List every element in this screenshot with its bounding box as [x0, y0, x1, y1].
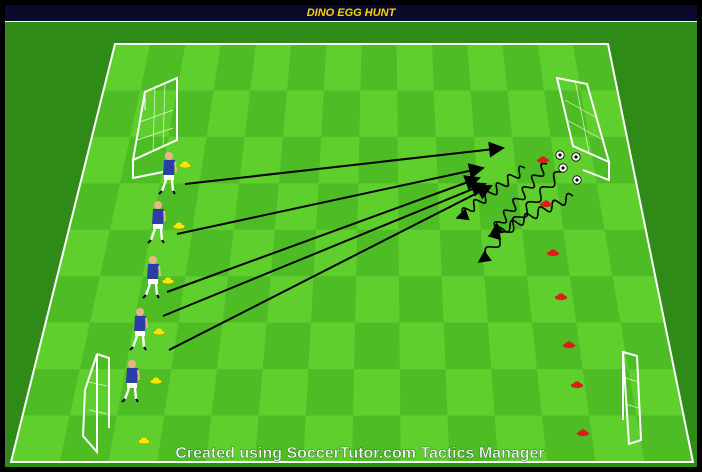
pitch-stripe [211, 369, 262, 415]
pitch-diagram: Created using SoccerTutor.com Tactics Ma… [5, 22, 697, 467]
pitch-stripe [199, 137, 244, 183]
pitch-stripe [542, 416, 596, 462]
pitch-stripe [444, 323, 492, 369]
pitch-stripe [321, 90, 360, 136]
pitch-stripe [471, 90, 513, 136]
pitch-stripe [354, 323, 400, 369]
pitch-stripe [306, 369, 354, 415]
ball-4 [573, 176, 581, 184]
pitch-stripe [570, 276, 621, 322]
pitch-stripe [287, 44, 326, 90]
pitch-stripe [491, 369, 542, 415]
pitch-stripe [134, 276, 185, 322]
pitch-stripe [397, 90, 436, 136]
pitch-stripe [223, 276, 271, 322]
pitch-stripe [484, 276, 532, 322]
ball-2 [572, 153, 580, 161]
pitch-stripe [557, 183, 605, 229]
pitch-stripe [400, 369, 448, 415]
pitch-stripe [117, 369, 171, 415]
ball-3 [559, 164, 567, 172]
pitch-stripe [214, 44, 256, 90]
pitch-stripe [311, 276, 356, 322]
pitch-stripe [234, 183, 279, 229]
pitch-stripe [245, 90, 287, 136]
title-bar: DINO EGG HUNT [5, 5, 697, 22]
pitch-stripe [316, 183, 358, 229]
pitch-stripe [522, 230, 570, 276]
diagram-stage: Created using SoccerTutor.com Tactics Ma… [5, 22, 697, 467]
pitch-stripe [432, 44, 471, 90]
pitch-stripe [399, 276, 444, 322]
pitch-stripe [502, 44, 544, 90]
footer-credit: Created using SoccerTutor.com Tactics Ma… [175, 445, 544, 462]
drill-title: DINO EGG HUNT [5, 5, 697, 21]
pitch-stripe [583, 369, 637, 415]
ball-1 [556, 151, 564, 159]
pitch-stripe [440, 230, 485, 276]
pitch-stripe [360, 44, 397, 90]
pitch-stripe [279, 137, 321, 183]
pitch-stripe [263, 323, 311, 369]
